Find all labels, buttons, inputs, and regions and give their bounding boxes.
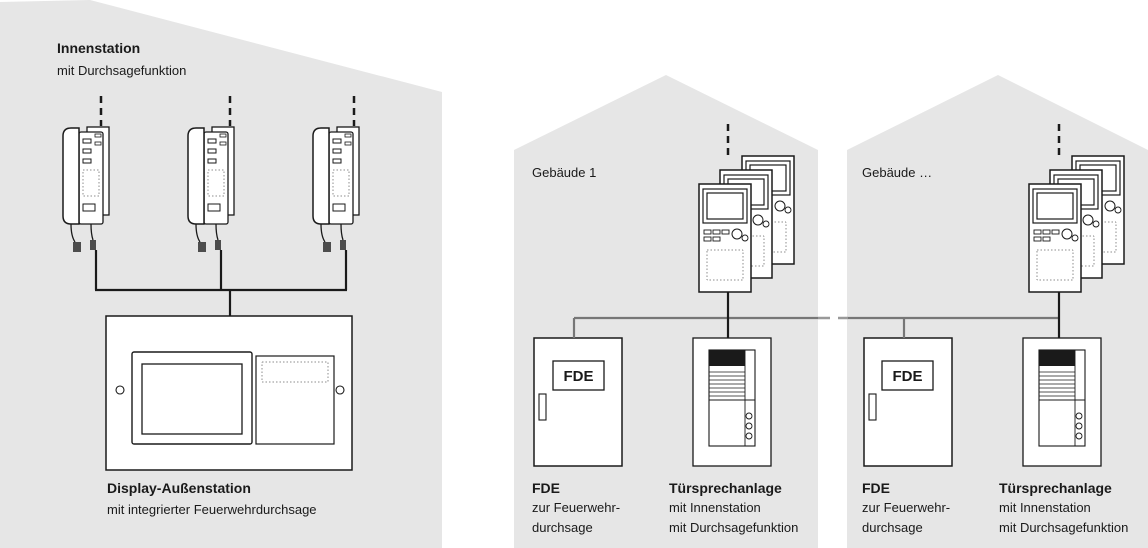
handset-indoor-station-3 [312, 96, 360, 253]
indoor-station-title: Innenstation [57, 40, 140, 56]
door-intercom-title-2: Türsprechanlage [999, 480, 1112, 496]
building-2-outline [847, 75, 1148, 548]
display-outdoor-station [105, 315, 353, 471]
indoor-station-subtitle: mit Durchsagefunktion [57, 63, 186, 78]
fde-label-text-2: FDE [893, 368, 923, 385]
door-intercom-line2-2: mit Durchsagefunktion [999, 520, 1128, 535]
handset-indoor-station-1 [62, 96, 110, 253]
door-intercom-line1-2: mit Innenstation [999, 500, 1091, 515]
outdoor-station-title: Display-Außenstation [107, 480, 251, 496]
building-2-label: Gebäude … [862, 165, 932, 180]
door-intercom-panel-1 [692, 337, 772, 467]
fde-label-text-1: FDE [564, 368, 594, 385]
door-intercom-line1-1: mit Innenstation [669, 500, 761, 515]
inter-building-bus [572, 292, 1061, 338]
door-intercom-title-1: Türsprechanlage [669, 480, 782, 496]
video-indoor-station-stack-2 [1028, 124, 1125, 293]
outdoor-station-subtitle: mit integrierter Feuerwehrdurchsage [107, 502, 317, 517]
building-1: Gebäude 1 FDE FDE zur Feuerwehr- durchsa… [514, 75, 818, 548]
fde-desc-line2-2: durchsage [862, 520, 923, 535]
building-1-label: Gebäude 1 [532, 165, 596, 180]
building-2: Gebäude … FDE FDE zur Feuerwehr- durchsa… [847, 75, 1148, 548]
door-intercom-line2-1: mit Durchsagefunktion [669, 520, 798, 535]
fde-title-1: FDE [532, 480, 560, 496]
fde-cabinet-2: FDE [863, 337, 953, 467]
fde-cabinet-1: FDE [533, 337, 623, 467]
handset-indoor-station-2 [187, 96, 235, 253]
left-bus-wiring [94, 250, 348, 316]
fde-label-box-1 [552, 360, 605, 391]
video-indoor-station-stack-1 [698, 124, 795, 293]
building-1-outline [514, 75, 818, 548]
fde-label-box-2 [881, 360, 934, 391]
fde-desc-line2-1: durchsage [532, 520, 593, 535]
fde-desc-line1-1: zur Feuerwehr- [532, 500, 620, 515]
door-intercom-panel-2 [1022, 337, 1102, 467]
fde-title-2: FDE [862, 480, 890, 496]
left-building: Innenstation mit Durchsagefunktion [0, 0, 442, 548]
fde-desc-line1-2: zur Feuerwehr- [862, 500, 950, 515]
